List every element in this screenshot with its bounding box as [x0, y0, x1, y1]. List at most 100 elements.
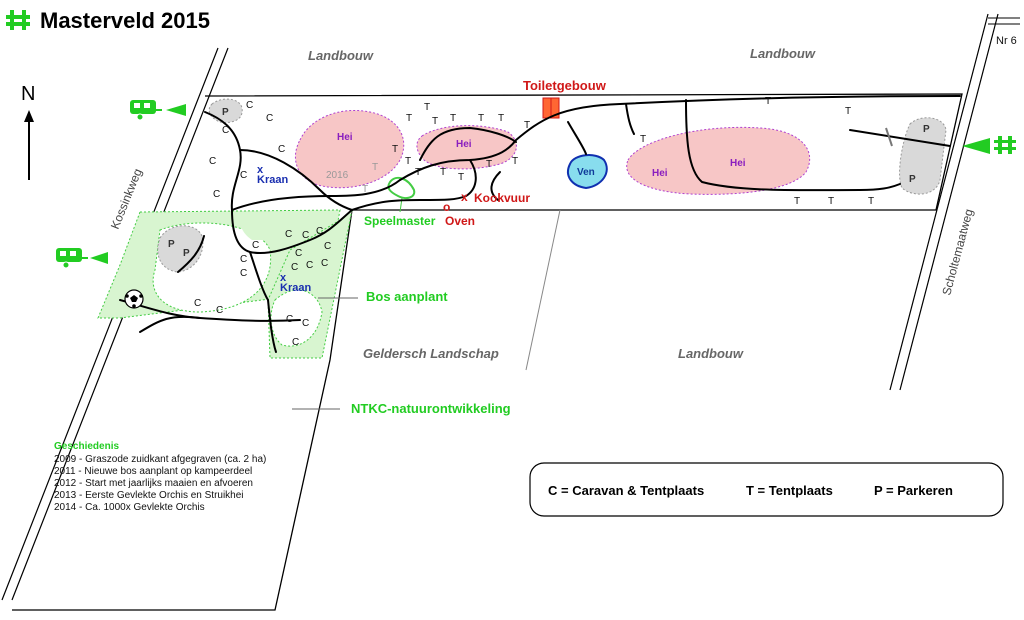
parking-label-w2: P — [183, 248, 190, 259]
oven-label: Oven — [445, 214, 475, 228]
history-item: 2011 - Nieuwe bos aanplant op kampeerdee… — [54, 466, 252, 477]
area-landbouw-s: Landbouw — [678, 346, 744, 361]
caravan-place: C — [286, 314, 293, 325]
tent-places: T T T T T T T T T T T T T T T T T T T T … — [362, 96, 874, 207]
legend-tent: T = Tentplaats — [746, 483, 833, 498]
tent-place: T — [868, 196, 874, 207]
tent-place: T — [458, 172, 464, 183]
speelmaster-label: Speelmaster — [364, 214, 436, 228]
caravan-place: C — [240, 170, 247, 181]
compass-label: N — [21, 83, 35, 105]
hei-label-3: Hei — [652, 168, 668, 179]
divider-line — [525, 209, 561, 371]
legend-box: C = Caravan & Tentplaats T = Tentplaats … — [529, 462, 1004, 517]
tent-place: T — [450, 113, 456, 124]
area-landbouw-ne: Landbouw — [750, 46, 816, 61]
hei-label-2: Hei — [456, 139, 472, 150]
pond-label: Ven — [577, 167, 595, 178]
caravan-place: C — [246, 100, 253, 111]
caravan-place: C — [302, 230, 309, 241]
caravan-place: C — [240, 268, 247, 279]
tent-place: T — [524, 120, 530, 131]
entrance-east-icon — [962, 136, 1016, 154]
caravan-place: C — [194, 298, 201, 309]
history-item: 2014 - Ca. 1000x Gevlekte Orchis — [54, 502, 205, 513]
caravan-entrance-north-icon — [130, 100, 186, 121]
tent-place: T — [406, 113, 412, 124]
ntkc-label: NTKC-natuurontwikkeling — [351, 401, 511, 416]
map-title: Masterveld 2015 — [40, 8, 210, 33]
legend-parking: P = Parkeren — [874, 483, 953, 498]
tent-place: T — [765, 96, 771, 107]
caravan-place: C — [292, 337, 299, 348]
caravan-place: C — [240, 254, 247, 265]
tent-place: T — [845, 106, 851, 117]
caravan-place: C — [324, 241, 331, 252]
tent-place: T — [828, 196, 834, 207]
tent-place: T — [432, 116, 438, 127]
history-block: Geschiedenis 2009 - Graszode zuidkant af… — [54, 441, 266, 513]
caravan-place: C — [222, 125, 229, 136]
caravan-place: C — [213, 189, 220, 200]
campsite-paths — [119, 95, 961, 353]
kraan-south-label: Kraan — [280, 282, 311, 294]
soccer-ball-icon — [124, 289, 144, 309]
kraan-north-label: Kraan — [257, 174, 288, 186]
kookvuur-icon: x — [461, 190, 468, 204]
tent-place: T — [512, 156, 518, 167]
tent-place: T — [372, 162, 378, 173]
tent-place: T — [498, 113, 504, 124]
caravan-place: C — [216, 305, 223, 316]
history-item: 2013 - Eerste Gevlekte Orchis en Struikh… — [54, 490, 244, 501]
kossinkweg-road — [1, 47, 229, 601]
tent-place: T — [415, 167, 421, 178]
tent-place: T — [640, 134, 646, 145]
tent-place: T — [486, 159, 492, 170]
caravan-place: C — [316, 226, 323, 237]
parking-label-nw: P — [222, 107, 229, 118]
hei-label-1: Hei — [337, 132, 353, 143]
history-item: 2009 - Graszode zuidkant afgegraven (ca.… — [54, 454, 266, 465]
tent-place: T — [794, 196, 800, 207]
forest-planting-zone — [97, 208, 353, 359]
parking-label-e2: P — [909, 174, 916, 185]
tent-place: T — [440, 167, 446, 178]
caravan-place: C — [302, 318, 309, 329]
caravan-place: C — [291, 262, 298, 273]
speelmaster-area — [387, 176, 416, 199]
kookvuur-label: Kookvuur — [474, 191, 530, 205]
area-geldersch-landschap: Geldersch Landschap — [363, 346, 499, 361]
scholtemaatweg-label: Scholtemaatweg — [939, 207, 975, 296]
year-2016-label: 2016 — [326, 170, 349, 181]
caravan-place: C — [285, 229, 292, 240]
scholtemaatweg-road — [889, 13, 1020, 391]
tent-place: T — [405, 156, 411, 167]
caravan-entrance-west-icon — [56, 248, 108, 269]
caravan-place: C — [295, 248, 302, 259]
toilet-label: Toiletgebouw — [523, 78, 607, 93]
parking-label-w1: P — [168, 239, 175, 250]
kraan-south-icon: x — [280, 272, 287, 284]
oven-icon: o — [443, 200, 450, 214]
parking-label-e1: P — [923, 124, 930, 135]
pond-ven — [567, 154, 608, 190]
tent-place: T — [478, 113, 484, 124]
tent-place: T — [362, 184, 368, 195]
history-title: Geschiedenis — [54, 441, 119, 452]
kraan-north-icon: x — [257, 164, 264, 176]
legend-caravan: C = Caravan & Tentplaats — [548, 483, 704, 498]
hei-label-4: Hei — [730, 158, 746, 169]
caravan-place: C — [278, 144, 285, 155]
tent-place: T — [392, 144, 398, 155]
toilet-building-icon — [542, 97, 560, 119]
north-arrow-icon — [24, 110, 34, 180]
bos-aanplant-label: Bos aanplant — [366, 289, 448, 304]
caravan-place: C — [306, 260, 313, 271]
caravan-place: C — [209, 156, 216, 167]
caravan-place: C — [266, 113, 273, 124]
tent-place: T — [424, 102, 430, 113]
history-item: 2012 - Start met jaarlijks maaien en afv… — [54, 478, 253, 489]
heath-zones — [294, 109, 811, 195]
caravan-place: C — [321, 258, 328, 269]
